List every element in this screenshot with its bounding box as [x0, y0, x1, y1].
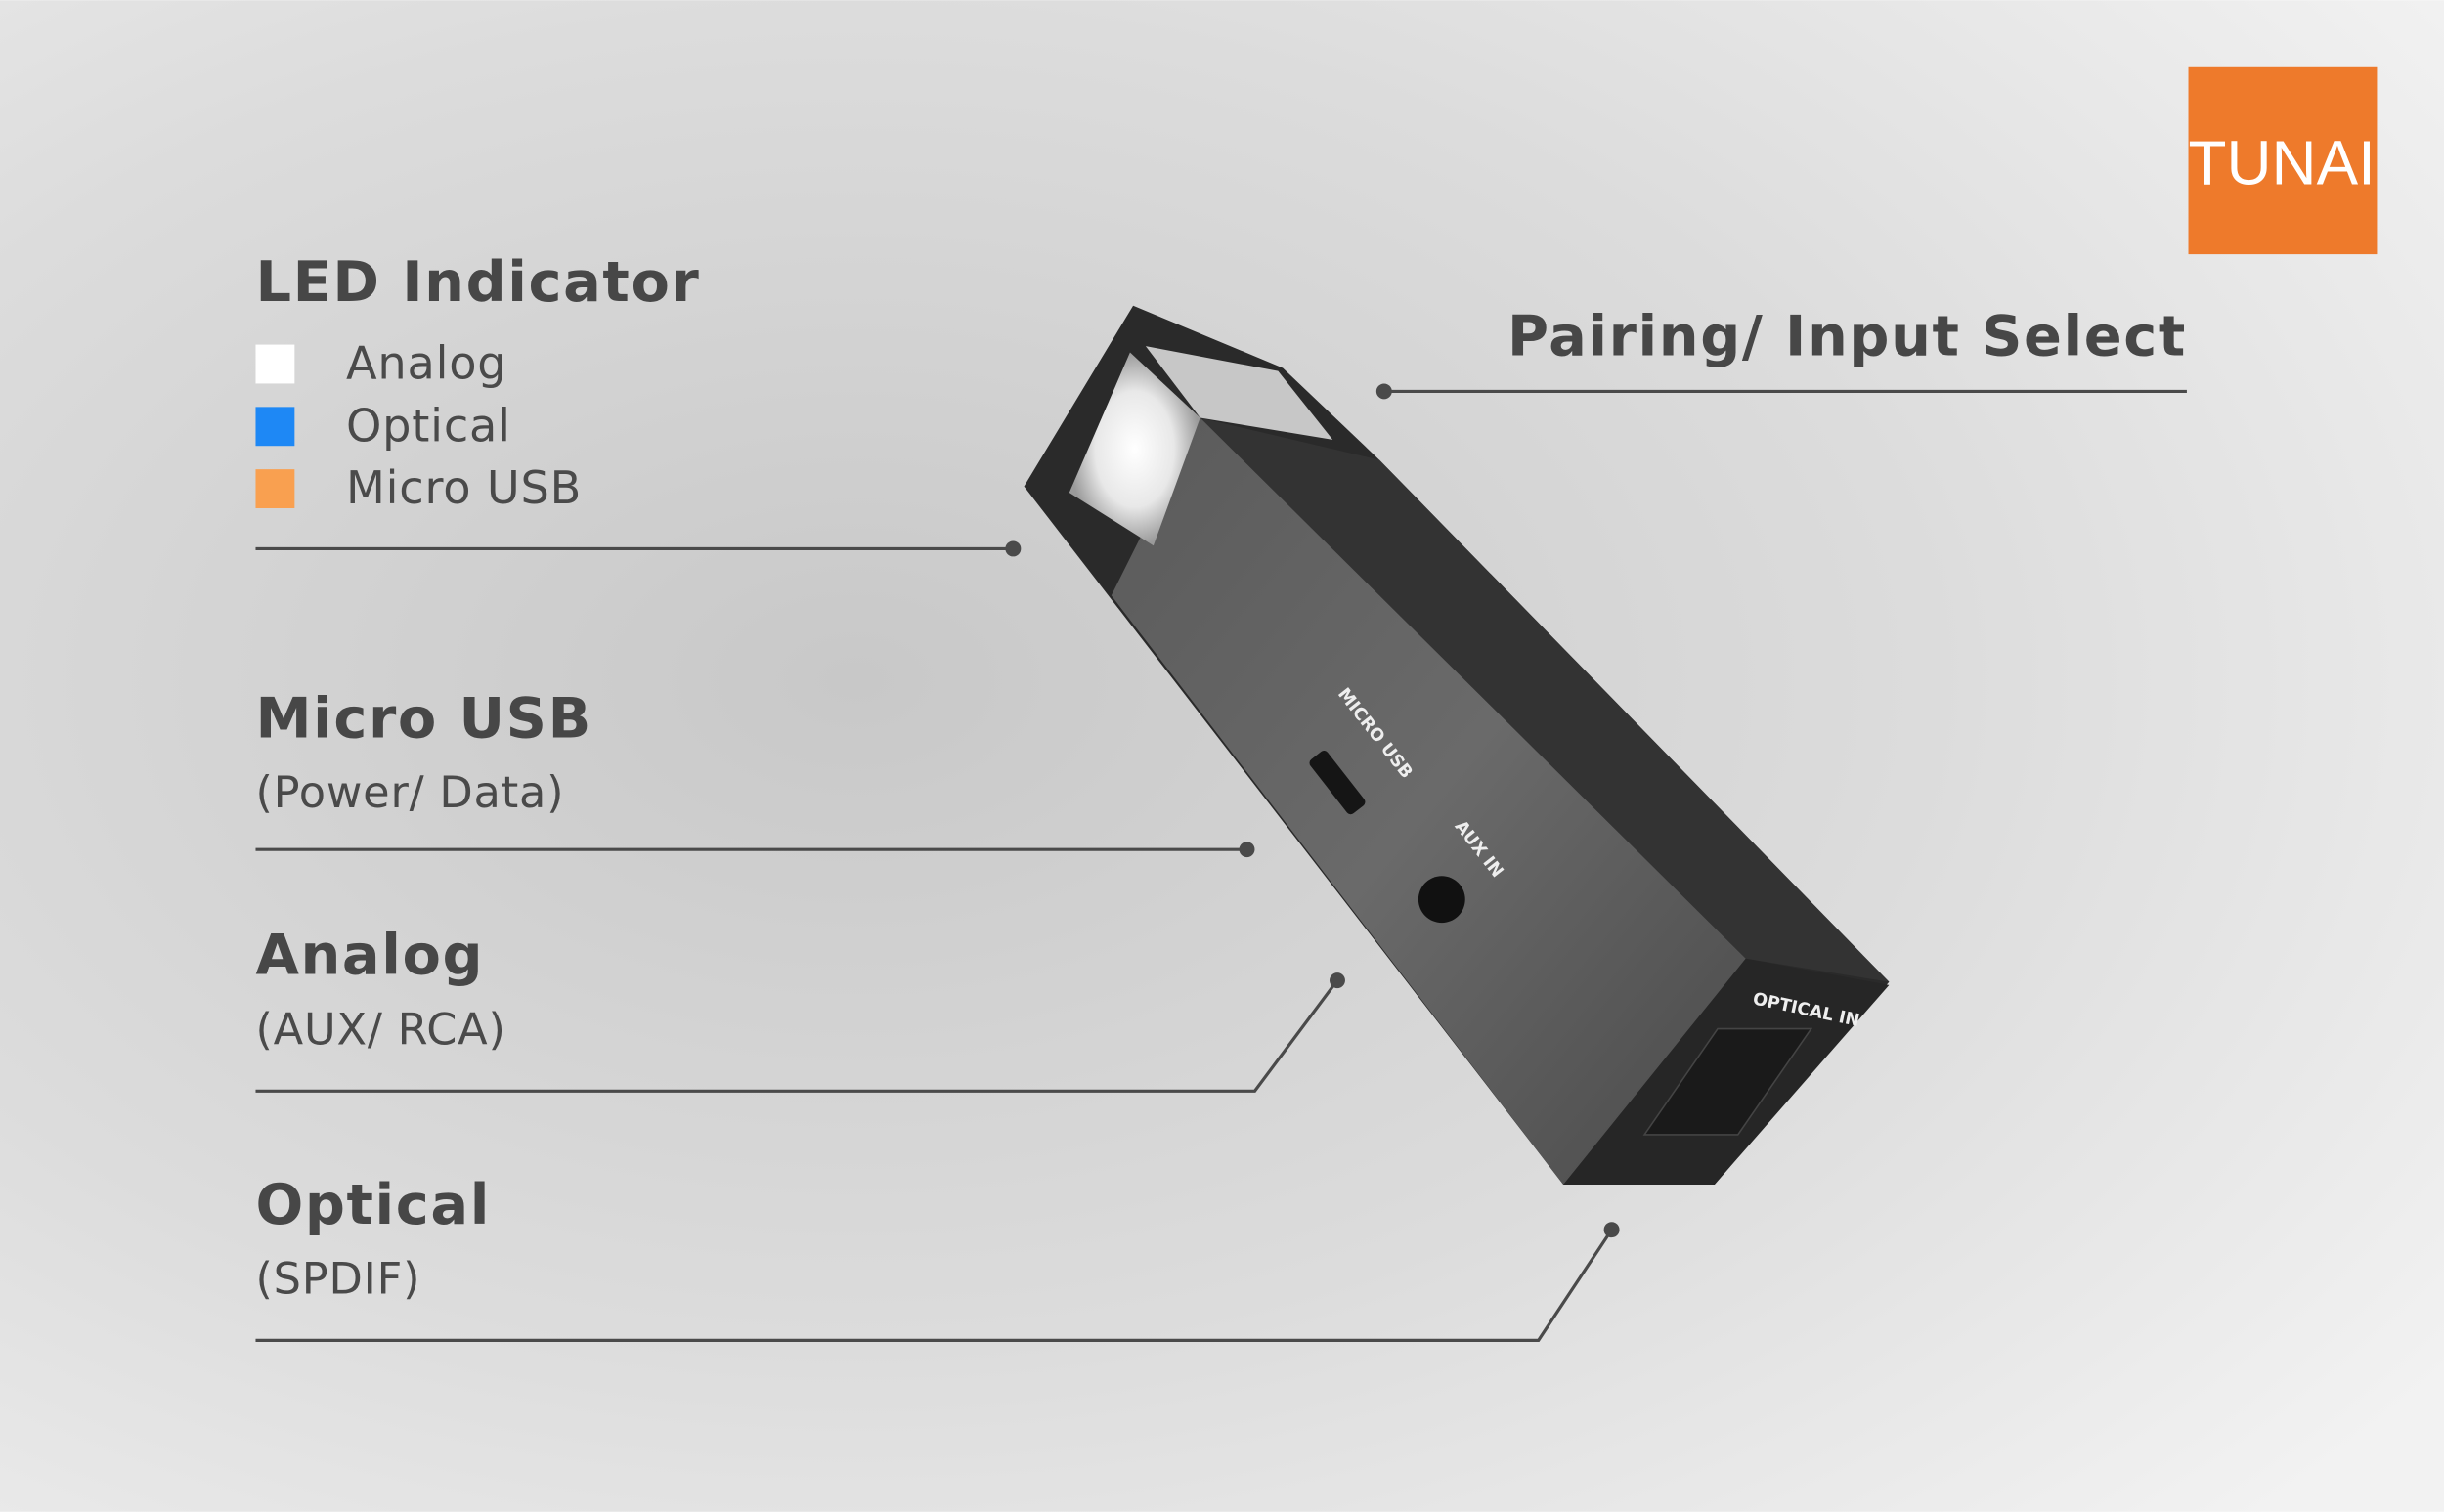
- micro-usb-swatch: [255, 469, 295, 508]
- optical-swatch: [255, 407, 295, 447]
- optical-leader-line: [255, 1229, 1613, 1342]
- analog-leader-line: [255, 979, 1339, 1093]
- micro-usb-callout: Micro USB (Power/ Data): [255, 685, 1255, 858]
- led-leader-dot: [1005, 540, 1022, 557]
- pairing-leader-dot: [1375, 383, 1392, 400]
- micro-usb-subtitle: (Power/ Data): [255, 767, 564, 818]
- micro-usb-leader-dot: [1239, 842, 1255, 858]
- pairing-callout: Pairing/ Input Select: [1375, 304, 2187, 400]
- led-indicator-legend: LED Indicator Analog Optical Micro USB: [255, 249, 1022, 557]
- tunai-logo: TUNAI: [2188, 66, 2378, 255]
- device-top-side: [1200, 417, 1890, 982]
- analog-title: Analog: [255, 923, 484, 988]
- analog-subtitle: (AUX/ RCA): [255, 1004, 505, 1055]
- legend-optical: Optical: [346, 399, 511, 452]
- optical-leader-dot: [1603, 1222, 1620, 1238]
- pairing-title: Pairing/ Input Select: [1507, 304, 2187, 369]
- optical-subtitle: (SPDIF): [255, 1254, 420, 1305]
- analog-callout: Analog (AUX/ RCA): [255, 923, 1345, 1093]
- device-front-face: [1111, 417, 1746, 1185]
- aux-in-port: [1418, 876, 1465, 924]
- logo-text: TUNAI: [2189, 127, 2376, 197]
- legend-micro-usb: Micro USB: [346, 461, 582, 514]
- analog-leader-dot: [1330, 972, 1345, 989]
- pairing-button: [1145, 346, 1333, 440]
- optical-callout: Optical (SPDIF): [255, 1172, 1620, 1342]
- micro-usb-title: Micro USB: [255, 685, 591, 751]
- led-indicator-title: LED Indicator: [255, 249, 700, 315]
- analog-swatch: [255, 344, 295, 384]
- optical-port: [1642, 1027, 1813, 1136]
- led-light: [1069, 352, 1200, 546]
- tunai-device: MICRO USB AUX IN OPTICAL IN: [1024, 305, 1890, 1185]
- optical-title: Optical: [255, 1172, 491, 1237]
- legend-analog: Analog: [346, 337, 506, 390]
- micro-usb-port: [1309, 751, 1366, 815]
